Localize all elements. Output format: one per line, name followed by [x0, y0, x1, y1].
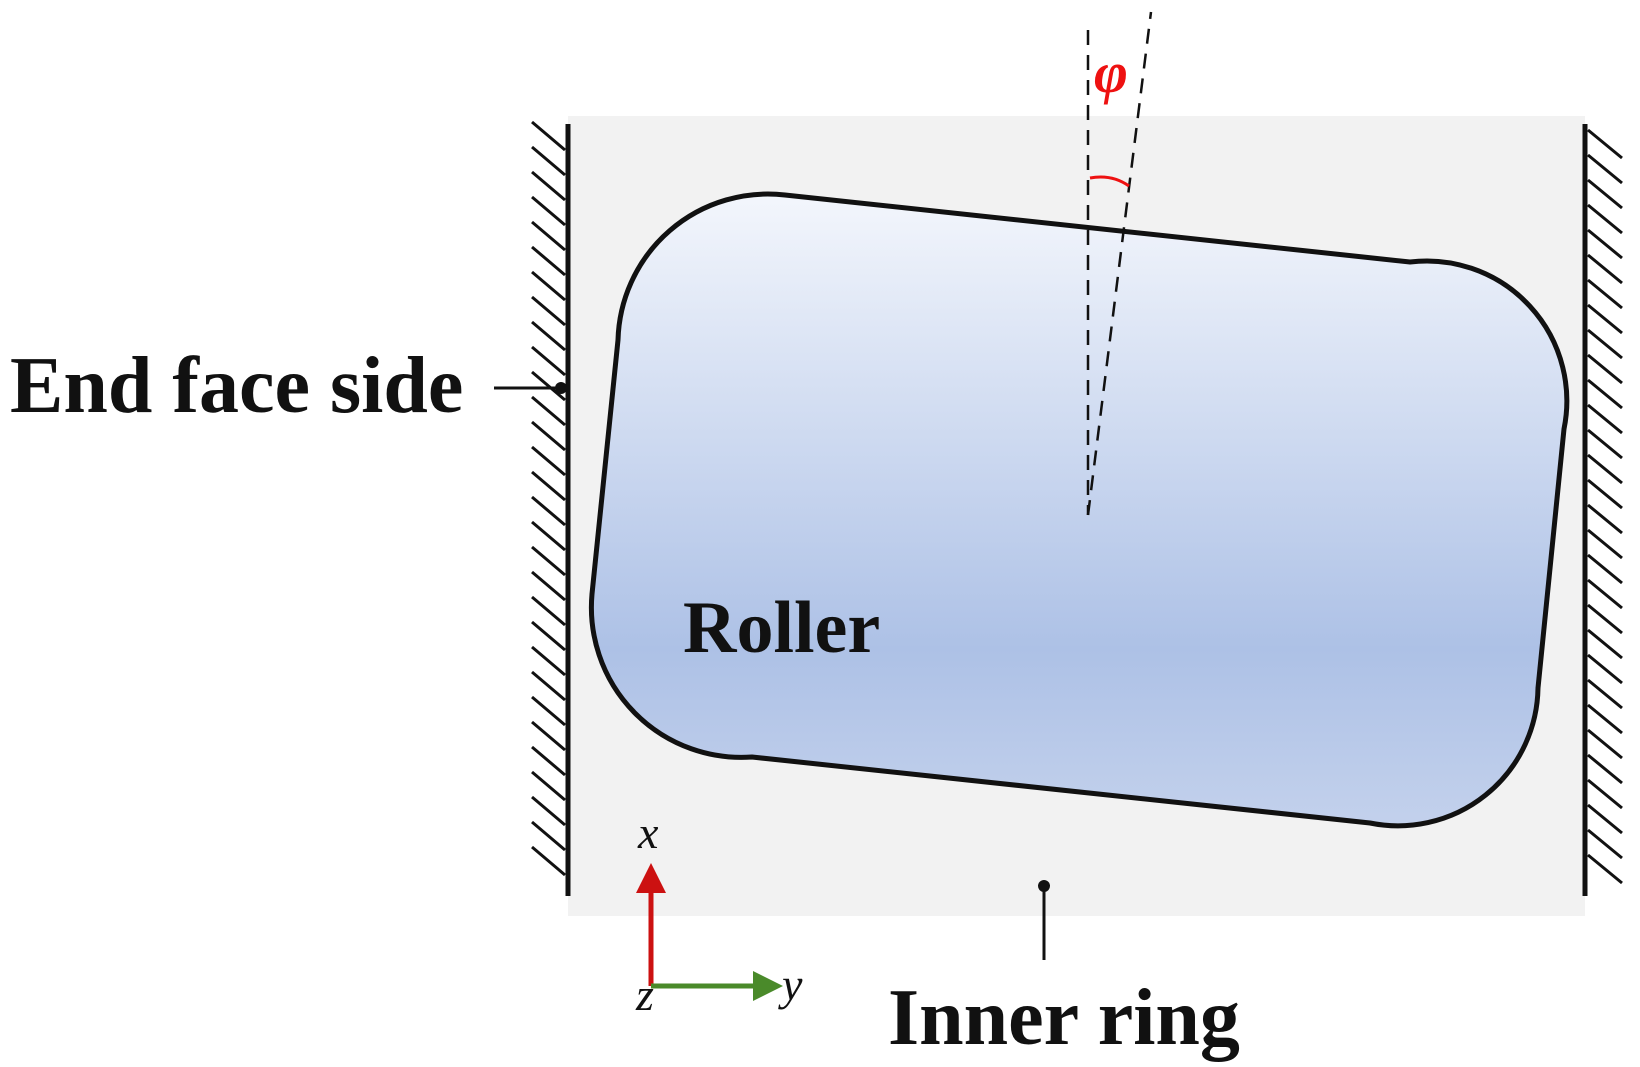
roller-body [588, 191, 1570, 829]
hatch-mark [1587, 553, 1623, 585]
hatch-mark [531, 745, 566, 777]
hatch-mark [531, 720, 566, 752]
hatch-mark [1587, 428, 1623, 460]
hatch-mark [531, 845, 566, 877]
angle-arc [1089, 175, 1130, 188]
hatch-mark [1587, 278, 1623, 310]
hatch-mark [1587, 453, 1623, 485]
hatch-mark [531, 495, 566, 527]
hatch-mark [1587, 353, 1623, 385]
coordinate-axes: x y z [635, 807, 803, 1020]
hatch-mark [1587, 178, 1623, 210]
hatch-mark [1587, 778, 1623, 810]
inner-ring-label: Inner ring [888, 974, 1240, 1062]
hatch-mark [531, 195, 566, 227]
hatch-mark [1587, 603, 1623, 635]
hatch-mark [531, 345, 566, 377]
hatch-mark [1587, 253, 1623, 285]
hatch-mark [531, 795, 566, 827]
hatch-mark [531, 320, 566, 352]
hatch-mark [531, 670, 566, 702]
hatch-mark [1587, 328, 1623, 360]
end-face-side-leader-dot [555, 382, 567, 394]
roller-axis-line [1086, 11, 1153, 516]
hatch-mark [1587, 678, 1623, 710]
angle-phi-label: φ [1094, 40, 1128, 105]
hatch-mark [531, 520, 566, 552]
left-wall [531, 120, 571, 896]
hatch-mark [1587, 203, 1623, 235]
hatch-mark [531, 420, 566, 452]
hatch-mark [1587, 728, 1623, 760]
hatch-mark [531, 820, 566, 852]
hatch-mark [1587, 128, 1623, 160]
hatch-mark [531, 370, 566, 402]
hatch-mark [531, 245, 566, 277]
hatch-mark [1587, 753, 1623, 785]
z-axis-label: z [635, 969, 654, 1020]
hatch-mark [531, 595, 566, 627]
hatch-mark [531, 545, 566, 577]
hatch-mark [1587, 803, 1623, 835]
left-wall-hatching [531, 120, 566, 877]
hatch-mark [1587, 828, 1623, 860]
hatch-mark [1587, 653, 1623, 685]
hatch-mark [1587, 528, 1623, 560]
hatch-mark [531, 695, 566, 727]
hatch-mark [531, 645, 566, 677]
end-face-side-label: End face side [10, 342, 463, 430]
hatch-mark [531, 220, 566, 252]
hatch-mark [531, 270, 566, 302]
hatch-mark [531, 470, 566, 502]
hatch-mark [1587, 403, 1623, 435]
y-axis-label: y [778, 959, 803, 1010]
hatch-mark [1587, 628, 1623, 660]
hatch-mark [531, 145, 566, 177]
x-axis-label: x [637, 807, 659, 858]
hatch-mark [1587, 703, 1623, 735]
roller-label: Roller [683, 587, 880, 669]
hatch-mark [1587, 378, 1623, 410]
hatch-mark [531, 295, 566, 327]
hatch-mark [531, 395, 566, 427]
hatch-mark [1587, 853, 1623, 885]
right-wall-hatching [1587, 128, 1623, 885]
hatch-mark [531, 120, 566, 152]
hatch-mark [1587, 153, 1623, 185]
hatch-mark [1587, 503, 1623, 535]
hatch-mark [531, 445, 566, 477]
hatch-mark [1587, 228, 1623, 260]
hatch-mark [1587, 478, 1623, 510]
hatch-mark [1587, 303, 1623, 335]
hatch-mark [531, 170, 566, 202]
hatch-mark [1587, 578, 1623, 610]
hatch-mark [531, 770, 566, 802]
hatch-mark [531, 570, 566, 602]
right-wall [1582, 124, 1623, 896]
hatch-mark [531, 620, 566, 652]
